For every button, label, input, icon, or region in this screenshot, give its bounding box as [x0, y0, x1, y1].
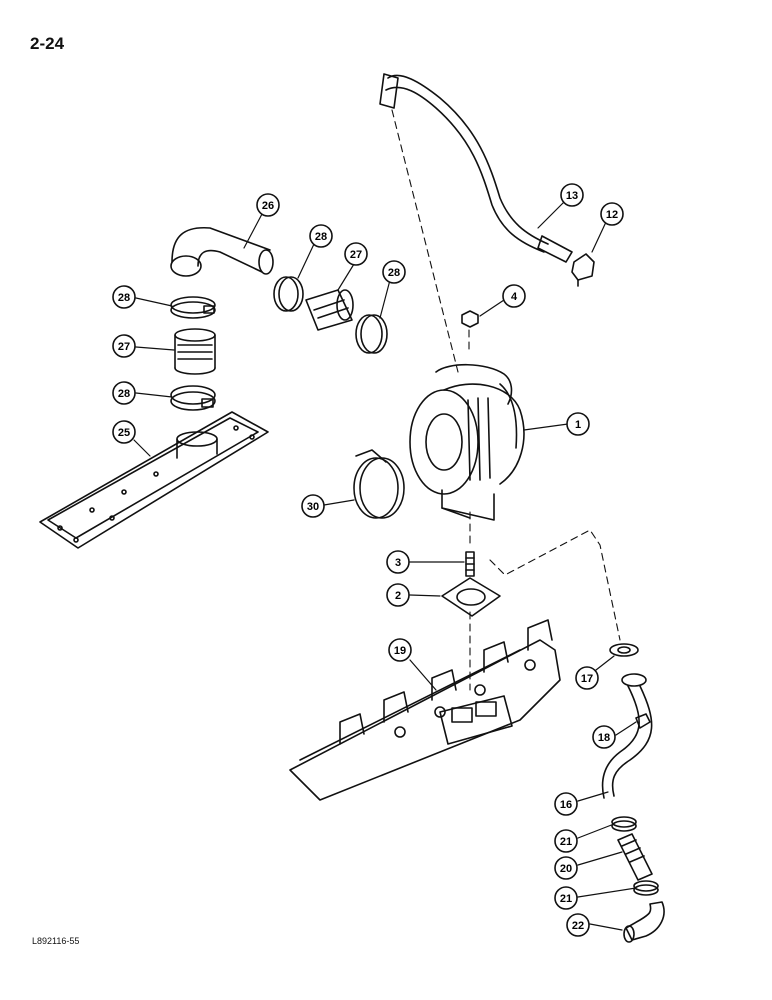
callout-28: 28 — [309, 224, 333, 248]
oil-supply-line — [379, 73, 573, 263]
svg-text:21: 21 — [560, 893, 572, 905]
stud — [465, 551, 475, 577]
svg-text:27: 27 — [118, 341, 130, 353]
callout-12: 12 — [600, 202, 624, 226]
svg-text:1: 1 — [575, 419, 581, 431]
svg-text:30: 30 — [307, 501, 319, 513]
callout-26: 26 — [256, 193, 280, 217]
callout-28: 28 — [112, 285, 136, 309]
oil-return-tube — [601, 673, 653, 799]
nut — [461, 310, 479, 328]
svg-text:25: 25 — [118, 427, 130, 439]
flange-fitting — [609, 643, 639, 657]
hose-clamp-upper-left — [170, 296, 216, 319]
callout-27: 27 — [112, 334, 136, 358]
svg-text:20: 20 — [560, 863, 572, 875]
callout-4: 4 — [502, 284, 526, 308]
callout-2: 2 — [386, 583, 410, 607]
callout-28: 28 — [112, 381, 136, 405]
callout-20: 20 — [554, 856, 578, 880]
intake-manifold-cover — [39, 411, 269, 549]
svg-text:4: 4 — [511, 291, 518, 303]
callouts: 26 28 27 28 28 27 28 25 13 12 4 1 30 3 2… — [112, 183, 624, 937]
svg-text:28: 28 — [118, 388, 130, 400]
svg-text:13: 13 — [566, 190, 578, 202]
elbow-hose-22 — [623, 901, 665, 943]
callout-25: 25 — [112, 420, 136, 444]
svg-text:17: 17 — [581, 673, 593, 685]
callout-17: 17 — [575, 666, 599, 690]
svg-text:3: 3 — [395, 557, 401, 569]
rubber-hose-right — [305, 289, 354, 331]
svg-text:28: 28 — [315, 231, 327, 243]
svg-text:12: 12 — [606, 209, 618, 221]
svg-text:18: 18 — [598, 732, 610, 744]
svg-text:16: 16 — [560, 799, 572, 811]
svg-text:2: 2 — [395, 590, 401, 602]
callout-30: 30 — [301, 494, 325, 518]
svg-text:28: 28 — [118, 292, 130, 304]
callout-3: 3 — [386, 550, 410, 574]
callout-18: 18 — [592, 725, 616, 749]
callout-1: 1 — [566, 412, 590, 436]
callout-27: 27 — [344, 242, 368, 266]
callout-13: 13 — [560, 183, 584, 207]
elbow-fitting — [571, 253, 595, 287]
callout-19: 19 — [388, 638, 412, 662]
callout-21: 21 — [554, 886, 578, 910]
svg-text:22: 22 — [572, 920, 584, 932]
rubber-hose-left — [174, 328, 216, 375]
hose-clamp-lower-21 — [633, 880, 659, 896]
rubber-hose-20 — [617, 833, 653, 881]
svg-text:19: 19 — [394, 645, 406, 657]
gasket — [441, 577, 501, 617]
hose-clamp-upper-21 — [611, 816, 637, 832]
callout-16: 16 — [554, 792, 578, 816]
figure-code: L892116-55 — [32, 936, 80, 946]
hose-clamp-lower-left — [170, 385, 216, 411]
hose-clamp-right — [355, 314, 388, 354]
callout-22: 22 — [566, 913, 590, 937]
svg-text:28: 28 — [388, 267, 400, 279]
v-band-clamp — [353, 449, 405, 519]
svg-text:26: 26 — [262, 200, 274, 212]
alignment-lines — [391, 109, 621, 691]
page-number: 2-24 — [30, 34, 65, 53]
hose-clamp-top — [273, 276, 304, 312]
svg-text:21: 21 — [560, 836, 572, 848]
callout-21: 21 — [554, 829, 578, 853]
turbocharger — [409, 363, 525, 521]
elbow-air-tube — [170, 226, 274, 277]
leader-lines — [133, 201, 637, 931]
svg-text:27: 27 — [350, 249, 362, 261]
callout-28: 28 — [382, 260, 406, 284]
exhaust-manifold — [289, 619, 561, 801]
